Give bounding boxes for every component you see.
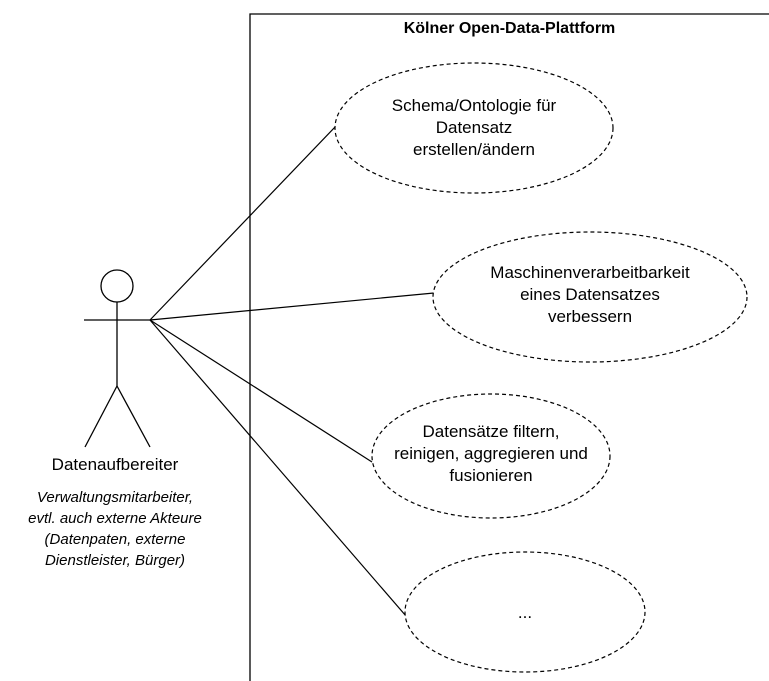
use-case-4-line-1: ... <box>517 603 533 622</box>
use-case-1-line-1: Schema/Ontologie für <box>391 96 557 115</box>
actor-head <box>100 269 134 303</box>
actor-figure <box>84 269 151 448</box>
association-line-1 <box>149 125 337 321</box>
actor-left-leg <box>84 385 118 448</box>
use-case-2-line-3: verbessern <box>547 307 633 326</box>
use-case-2-line-2: eines Datensatzes <box>520 285 660 304</box>
use-case-1-line-3: erstellen/ändern <box>413 140 535 159</box>
use-case-3-line-2: reinigen, aggregieren und <box>394 444 588 463</box>
actor-description-line-3: (Datenpaten, externe <box>44 531 186 548</box>
system-title: Kölner Open-Data-Plattform <box>403 20 616 37</box>
use-case-label-3: Datensätze filtern, reinigen, aggregiere… <box>372 421 610 487</box>
association-line-4 <box>149 319 407 617</box>
use-case-label-2: Maschinenverarbeitbarkeit eines Datensat… <box>433 262 747 328</box>
actor-name: Datenaufbereiter <box>51 455 179 474</box>
use-case-1-line-2: Datensatz <box>435 118 513 137</box>
actor-description-line-1: Verwaltungsmitarbeiter, <box>36 489 194 506</box>
use-case-label-1: Schema/Ontologie für Datensatz erstellen… <box>335 95 613 161</box>
use-case-label-4: ... <box>405 602 645 624</box>
use-case-ellipse-4 <box>404 551 646 673</box>
association-line-3 <box>149 319 373 463</box>
use-case-2-line-1: Maschinenverarbeitbarkeit <box>490 263 690 282</box>
actor-description-line-2: evtl. auch externe Akteure <box>28 510 202 527</box>
use-case-3-line-3: fusionieren <box>449 466 533 485</box>
actor-description: Verwaltungsmitarbeiter, evtl. auch exter… <box>20 487 210 571</box>
system-boundary <box>249 13 769 681</box>
actor-description-line-4: Dienstleister, Bürger) <box>44 552 186 569</box>
use-case-ellipse-1 <box>334 62 614 194</box>
use-case-ellipse-3 <box>371 393 611 519</box>
use-case-3-line-1: Datensätze filtern, <box>422 422 560 441</box>
use-case-ellipse-2 <box>432 231 748 363</box>
actor-right-leg <box>116 385 151 448</box>
association-line-2 <box>149 292 435 321</box>
